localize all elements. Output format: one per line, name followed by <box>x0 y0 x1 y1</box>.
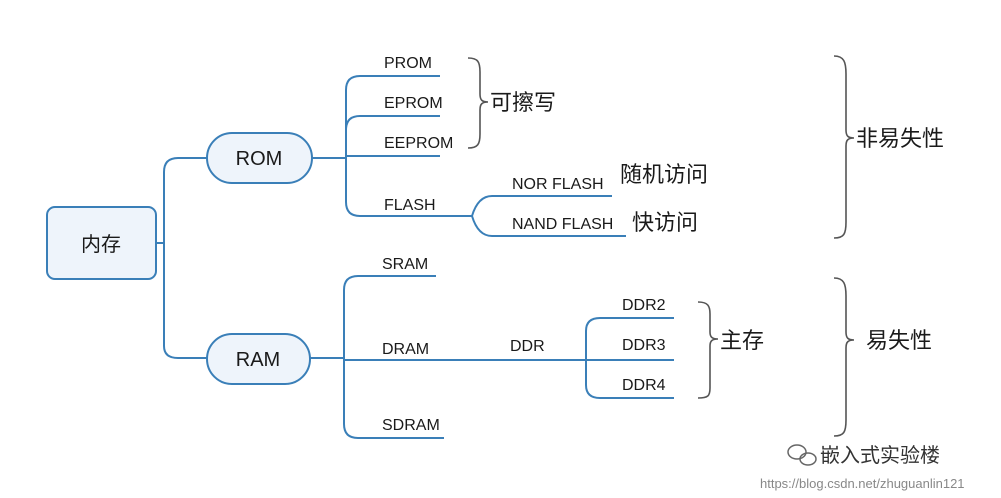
volatile-brace <box>833 277 855 437</box>
rom-node: ROM <box>206 132 313 184</box>
leaf-flash: FLASH <box>384 197 436 214</box>
connectors <box>156 75 674 439</box>
ddr-to-ddr2 <box>585 317 674 360</box>
note-main-memory: 主存 <box>720 329 764 354</box>
note-rewritable: 可擦写 <box>490 91 556 116</box>
root-node: 内存 <box>46 206 157 280</box>
rom-to-eeprom <box>345 155 440 158</box>
notes: 可擦写 随机访问 快访问 主存 非易失性 易失性 <box>490 91 944 354</box>
leaf-dram: DRAM <box>382 341 429 358</box>
ddr-brace <box>697 301 719 399</box>
note-random-access: 随机访问 <box>620 163 708 188</box>
leaf-nor-flash: NOR FLASH <box>512 176 604 193</box>
root-to-ram-connector <box>163 243 207 359</box>
ram-label: RAM <box>236 349 280 371</box>
flash-to-nor <box>471 195 612 217</box>
rom-to-flash <box>345 158 472 217</box>
rewritable-brace <box>467 57 489 149</box>
leaf-ddr3: DDR3 <box>622 337 666 354</box>
wechat-icon <box>787 444 817 466</box>
ram-to-sram <box>343 275 436 358</box>
leaf-ddr2: DDR2 <box>622 297 666 314</box>
braces <box>467 55 855 437</box>
leaf-eeprom: EEPROM <box>384 135 453 152</box>
ddr-to-ddr4 <box>585 360 674 399</box>
rom-to-prom <box>345 75 440 158</box>
note-volatile: 易失性 <box>866 329 932 354</box>
leaf-prom: PROM <box>384 55 432 72</box>
root-to-rom-connector <box>156 157 207 244</box>
rom-label: ROM <box>236 148 283 170</box>
watermark: 嵌入式实验楼 https://blog.csdn.net/zhuguanlin1… <box>760 443 965 491</box>
rom-to-eprom <box>345 115 440 158</box>
leaf-ddr4: DDR4 <box>622 377 666 394</box>
leaf-sram: SRAM <box>382 256 428 273</box>
watermark-url: https://blog.csdn.net/zhuguanlin121 <box>760 476 965 491</box>
leaf-eprom: EPROM <box>384 95 443 112</box>
ram-node: RAM <box>206 333 311 385</box>
note-fast-access: 快访问 <box>632 211 698 236</box>
leaf-sdram: SDRAM <box>382 417 440 434</box>
ram-leaves: SRAM DRAM SDRAM DDR DDR2 DDR3 DDR4 <box>382 256 666 434</box>
nonvolatile-brace <box>833 55 855 239</box>
root-label: 内存 <box>81 233 121 256</box>
leaf-nand-flash: NAND FLASH <box>512 216 613 233</box>
flash-to-nand <box>471 215 626 237</box>
watermark-brand: 嵌入式实验楼 <box>820 443 940 467</box>
leaf-ddr: DDR <box>510 338 545 355</box>
rom-leaves: PROM EPROM EEPROM FLASH NOR FLASH NAND F… <box>384 55 613 233</box>
note-nonvolatile: 非易失性 <box>856 127 944 152</box>
ram-to-sdram <box>343 358 444 439</box>
